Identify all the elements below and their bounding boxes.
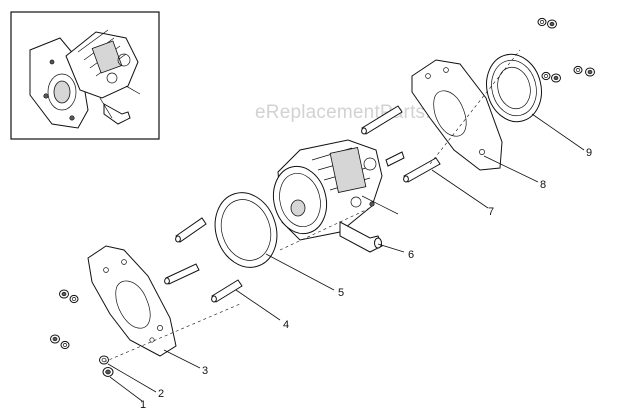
part-3-flange-plate xyxy=(87,245,177,357)
callout-labels: 1 2 3 4 5 6 7 8 9 xyxy=(140,147,592,408)
watermark-text: eReplacementParts.com xyxy=(255,102,467,123)
part-4-studs xyxy=(164,217,243,303)
part-5-gasket xyxy=(214,192,278,268)
callout-8: 8 xyxy=(540,179,546,191)
callout-4: 4 xyxy=(283,319,289,331)
callout-7: 7 xyxy=(488,206,494,218)
callout-9: 9 xyxy=(586,147,592,159)
loose-hardware-left xyxy=(50,289,79,350)
callout-3: 3 xyxy=(202,365,208,377)
part-6-pump-assembly xyxy=(272,139,399,253)
part-2-washer xyxy=(99,355,109,365)
part-1-nut xyxy=(102,367,114,377)
callout-2: 2 xyxy=(158,388,164,400)
part-7-studs xyxy=(361,105,441,183)
part-8-rear-plate xyxy=(411,59,503,171)
assembled-view-inset xyxy=(10,11,160,140)
part-9-seal-ring xyxy=(486,53,542,123)
callout-5: 5 xyxy=(338,287,344,299)
assembly-centerline xyxy=(103,49,521,363)
callout-6: 6 xyxy=(408,249,414,261)
leader-lines xyxy=(107,113,585,402)
loose-hardware-right xyxy=(537,17,595,83)
callout-1: 1 xyxy=(140,399,146,408)
